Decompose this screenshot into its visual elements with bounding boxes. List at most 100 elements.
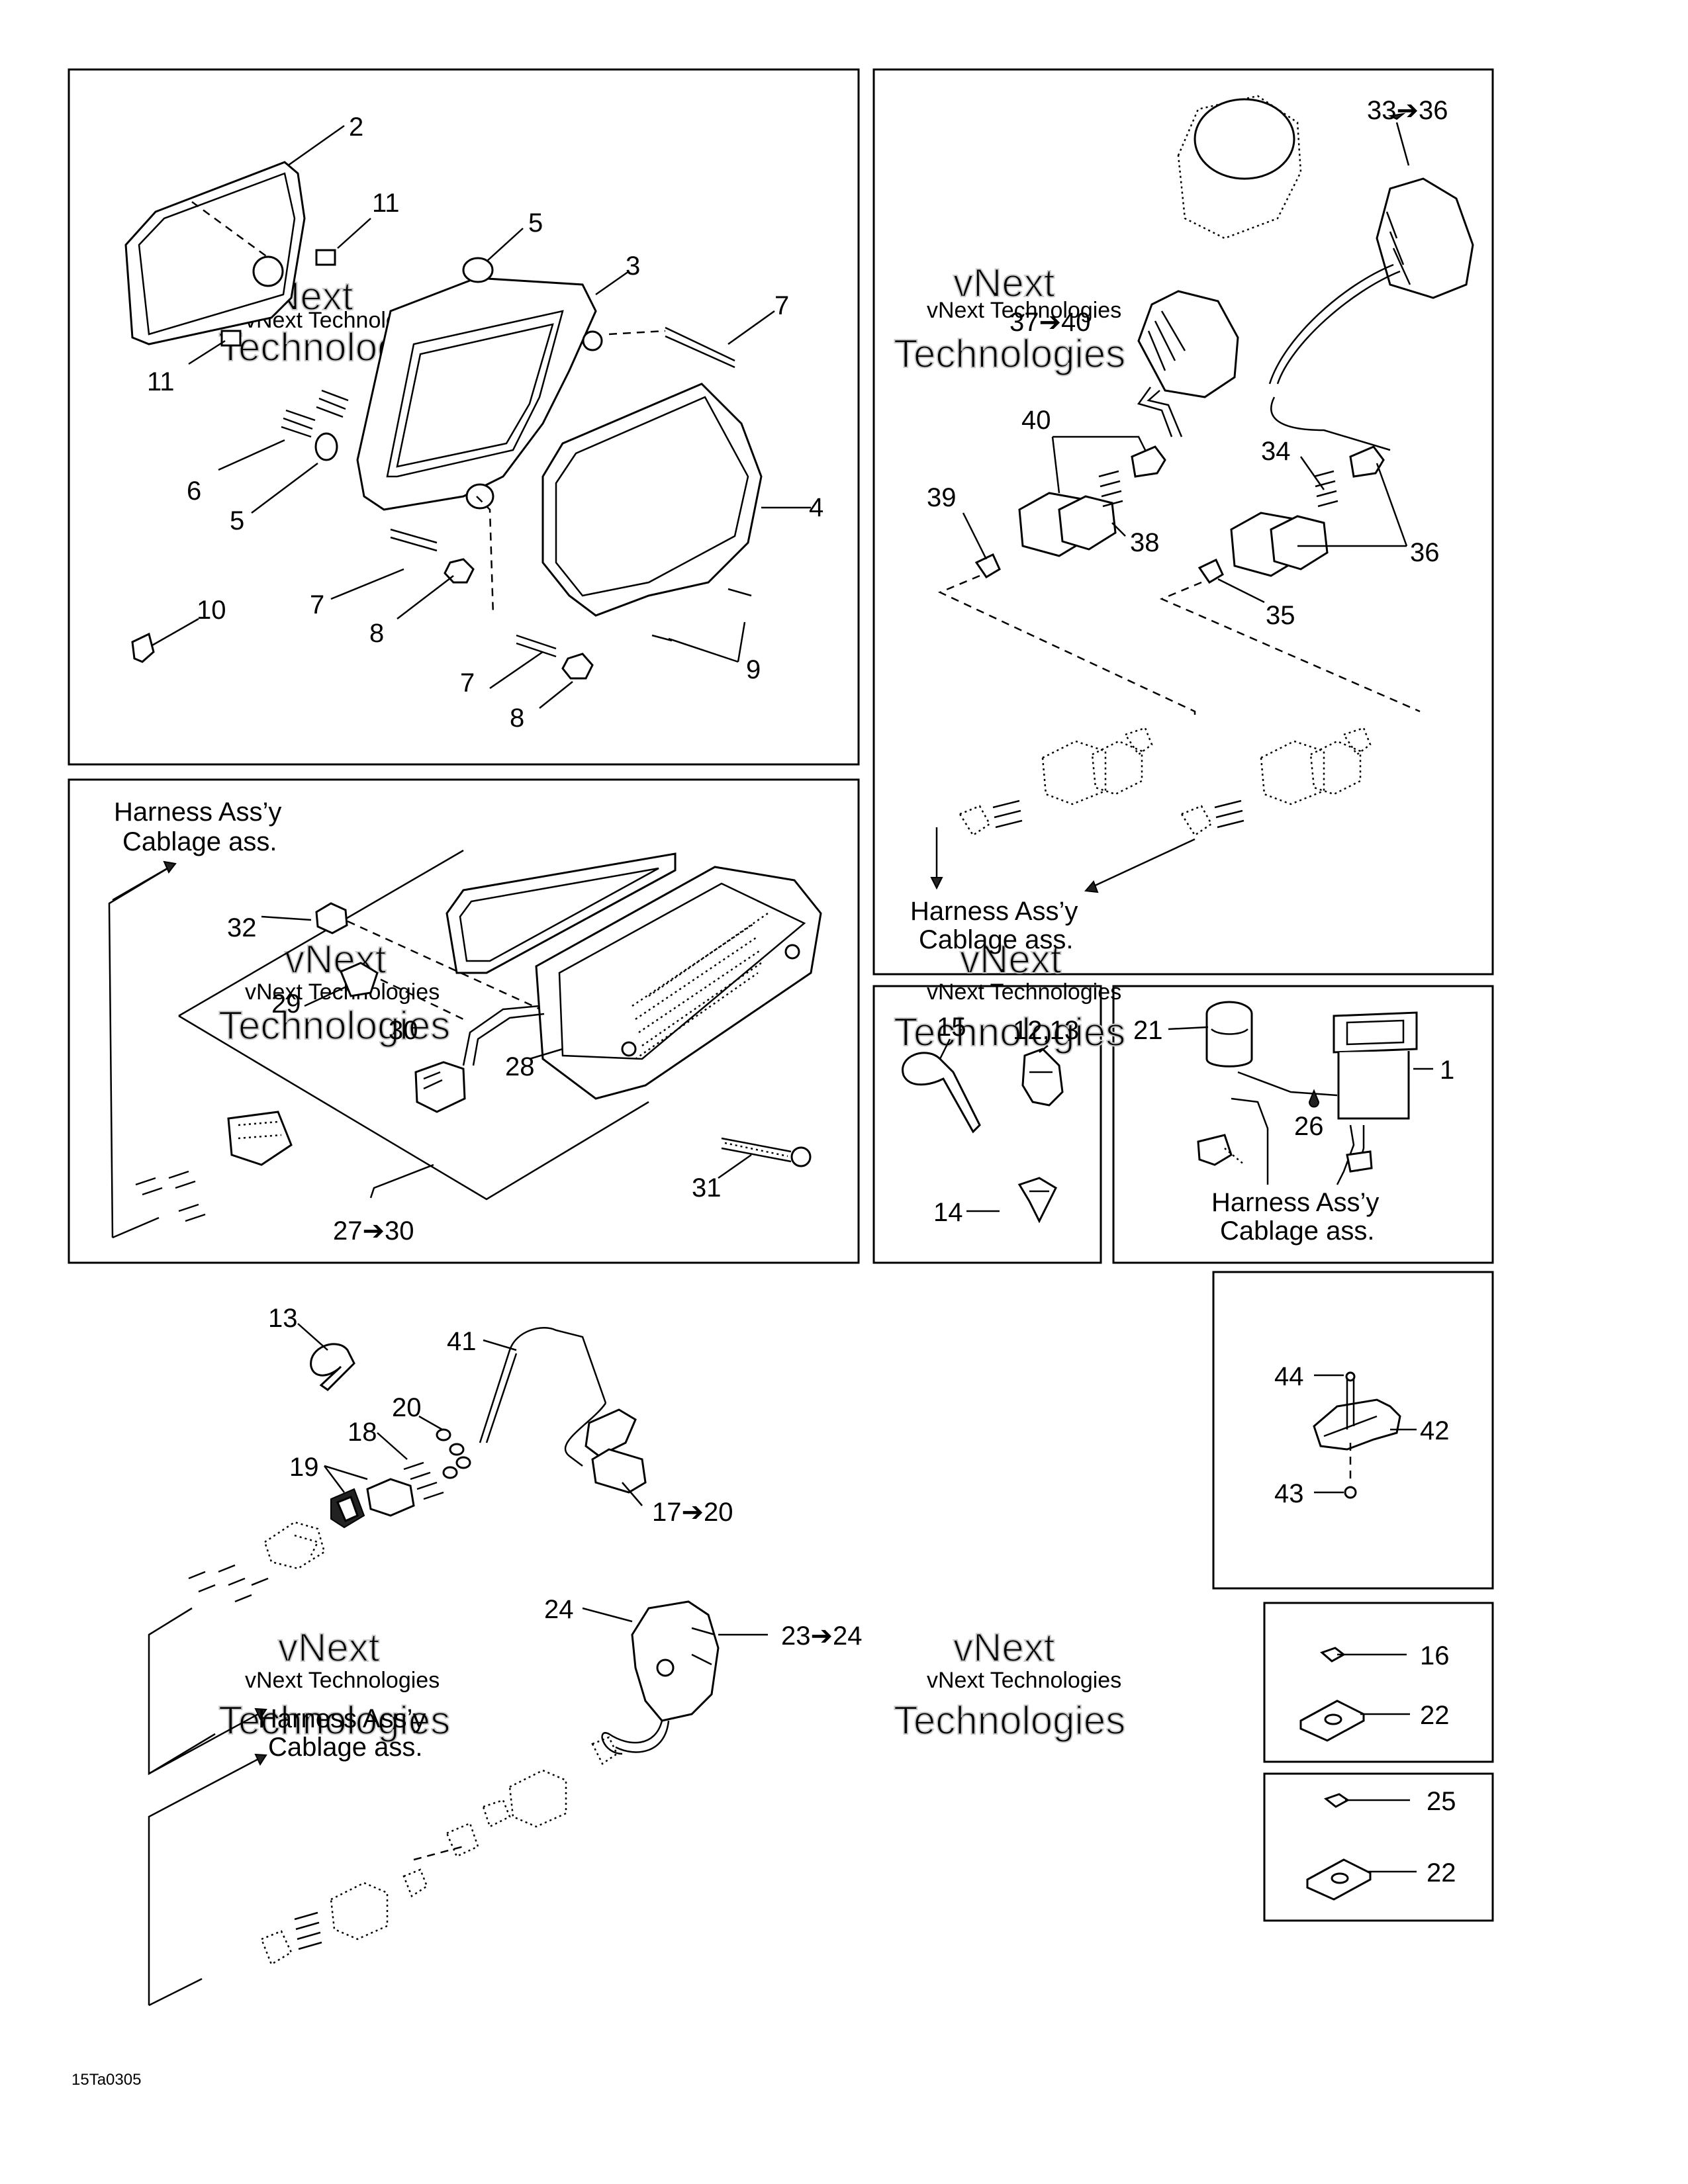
harness-caption-switch-1: Harness Ass’y xyxy=(258,1704,426,1733)
callout-40: 40 xyxy=(1021,406,1051,435)
callout-20: 20 xyxy=(392,1393,422,1422)
callout-27-30: 27➔30 xyxy=(333,1216,414,1246)
headlight-leaders xyxy=(152,124,811,709)
callout-7-mid: 7 xyxy=(310,590,324,619)
panel-clip-16 xyxy=(1263,1602,1494,1763)
callout-28: 28 xyxy=(505,1052,535,1081)
callout-44: 44 xyxy=(1274,1362,1304,1391)
svg-text:Technologies: Technologies xyxy=(894,1010,1125,1054)
callout-17-20: 17➔20 xyxy=(652,1498,733,1527)
bracket-leaders xyxy=(1314,1374,1417,1494)
callout-6: 6 xyxy=(187,477,201,506)
callout-9: 9 xyxy=(746,655,761,684)
callout-33-36: 33➔36 xyxy=(1367,96,1448,125)
callout-16: 16 xyxy=(1420,1641,1450,1670)
svg-text:Technologies: Technologies xyxy=(218,1003,450,1048)
svg-text:Technologies: Technologies xyxy=(894,1698,1125,1743)
callout-4: 4 xyxy=(809,493,823,522)
harness-caption-work-light-2: Cablage ass. xyxy=(122,827,277,856)
switch-leaders xyxy=(297,1323,768,1636)
callout-21: 21 xyxy=(1133,1016,1163,1045)
svg-text:vNext: vNext xyxy=(953,1625,1055,1670)
harness-caption-connectors-2: Cablage ass. xyxy=(919,925,1073,954)
connectors-drawing xyxy=(930,95,1474,893)
callout-15: 15 xyxy=(937,1013,966,1042)
callout-35: 35 xyxy=(1266,601,1295,630)
callout-14: 14 xyxy=(933,1198,963,1227)
svg-text:vNext: vNext xyxy=(960,937,1062,981)
callout-32: 32 xyxy=(227,913,257,942)
callout-30: 30 xyxy=(389,1016,418,1045)
callout-29: 29 xyxy=(271,989,301,1019)
callout-25: 25 xyxy=(1427,1787,1456,1816)
callout-2: 2 xyxy=(349,113,363,142)
svg-text:vNext Technologies: vNext Technologies xyxy=(245,1668,440,1693)
work-light-callouts: Harness Ass’y Cablage ass. 32 29 30 28 3… xyxy=(114,797,722,1246)
callout-19: 19 xyxy=(289,1453,319,1482)
harness-caption-outlet-2: Cablage ass. xyxy=(1220,1216,1374,1246)
panel-bracket xyxy=(1212,1271,1494,1590)
callout-18: 18 xyxy=(348,1418,377,1447)
panel-outlet xyxy=(1112,985,1494,1264)
svg-text:vNext Technologies: vNext Technologies xyxy=(927,298,1121,323)
panel-work-light xyxy=(68,778,860,1264)
callout-39: 39 xyxy=(927,483,957,512)
tie-straps-callouts: 15 12,13 14 xyxy=(933,1013,1079,1227)
tie-straps-drawing xyxy=(902,1048,1064,1224)
callout-31: 31 xyxy=(692,1173,722,1203)
callout-26: 26 xyxy=(1294,1112,1324,1141)
clip-25-callouts: 25 22 xyxy=(1427,1787,1456,1888)
callout-7-bottom: 7 xyxy=(460,668,475,698)
callout-41: 41 xyxy=(447,1327,477,1356)
callout-8-mid: 8 xyxy=(369,619,384,648)
svg-text:Technologies: Technologies xyxy=(218,1698,450,1743)
callout-8-bottom: 8 xyxy=(510,704,524,733)
callout-42: 42 xyxy=(1420,1416,1450,1445)
work-light-leaders xyxy=(261,915,752,1199)
headlight-callouts: 2 11 11 5 3 7 6 5 4 10 7 8 9 7 8 xyxy=(147,113,823,733)
callout-5-bottom: 5 xyxy=(230,506,244,535)
callout-3: 3 xyxy=(626,251,640,281)
panel-headlight xyxy=(68,68,860,766)
headlight-drawing xyxy=(124,161,763,680)
bracket-drawing xyxy=(1313,1371,1401,1499)
callout-24: 24 xyxy=(544,1595,574,1624)
callout-12-13: 12,13 xyxy=(1013,1016,1079,1045)
connectors-leaders xyxy=(962,113,1410,604)
callout-13: 13 xyxy=(268,1304,298,1333)
harness-caption-connectors-1: Harness Ass’y xyxy=(910,897,1078,926)
outlet-drawing xyxy=(1197,1001,1418,1185)
callout-22-bottom: 22 xyxy=(1427,1858,1456,1888)
panel-clip-25 xyxy=(1263,1772,1494,1922)
outlet-callouts: 21 1 26 Harness Ass’y Cablage ass. xyxy=(1133,1016,1454,1246)
work-light-drawing xyxy=(108,849,822,1239)
harness-caption-work-light-1: Harness Ass’y xyxy=(114,797,281,827)
clip-25-drawing xyxy=(1306,1793,1417,1901)
svg-text:vNext Technologies: vNext Technologies xyxy=(927,1668,1121,1693)
connectors-callouts: 33➔36 37➔40 40 39 38 34 36 35 Harness As… xyxy=(910,96,1448,954)
clip-16-drawing xyxy=(1299,1647,1410,1742)
panel-tie-straps xyxy=(872,985,1102,1264)
callout-23-24: 23➔24 xyxy=(781,1621,863,1651)
outlet-leaders xyxy=(1168,1026,1433,1070)
svg-text:vNext Technologies: vNext Technologies xyxy=(927,979,1121,1005)
callout-1: 1 xyxy=(1440,1056,1454,1085)
figure-code: 15Ta0305 xyxy=(71,2071,141,2089)
callout-36: 36 xyxy=(1410,538,1440,567)
switch-drawing xyxy=(148,1327,720,2007)
callout-5-top: 5 xyxy=(528,208,543,238)
harness-caption-outlet-1: Harness Ass’y xyxy=(1211,1188,1379,1217)
callout-34: 34 xyxy=(1261,437,1291,466)
tie-straps-leaders xyxy=(939,1038,1049,1212)
callout-11-bottom: 11 xyxy=(147,367,175,396)
callout-10: 10 xyxy=(197,596,226,625)
callout-7-top: 7 xyxy=(774,291,789,320)
callout-11-top: 11 xyxy=(372,189,400,218)
svg-text:Technologies: Technologies xyxy=(894,332,1125,376)
clip-16-callouts: 16 22 xyxy=(1420,1641,1450,1730)
bracket-callouts: 44 42 43 xyxy=(1274,1362,1450,1508)
switch-callouts: 13 41 20 18 19 17➔20 24 23➔24 Harness As… xyxy=(258,1304,863,1762)
harness-caption-switch-2: Cablage ass. xyxy=(268,1733,422,1762)
callout-38: 38 xyxy=(1130,528,1160,557)
